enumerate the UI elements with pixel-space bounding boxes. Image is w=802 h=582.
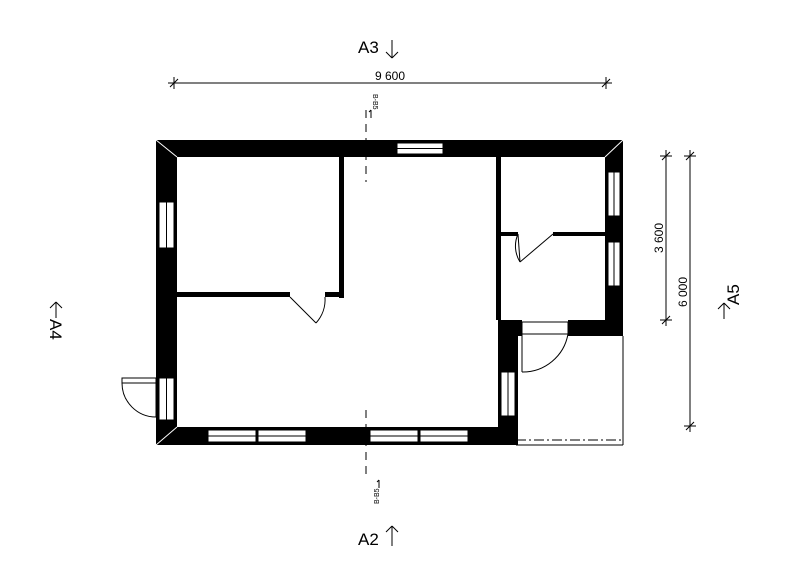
window-bottom-2 [257, 429, 307, 443]
arrow-up-icon [376, 479, 380, 488]
door-interior-left [289, 296, 326, 324]
section-line-label-bottom: B-B5 [374, 488, 381, 504]
window-left-lower [158, 377, 175, 421]
window-top [396, 142, 444, 155]
section-marker-top-label: A3 [358, 38, 379, 57]
dimension-overall-width: 9 600 [168, 69, 612, 89]
dimension-overall-height: 6 000 [676, 150, 696, 432]
section-marker-bottom-label: A2 [358, 530, 379, 549]
section-marker-right-label: A5 [724, 284, 743, 305]
arrow-down-icon [385, 40, 399, 59]
window-right-lower [607, 241, 621, 287]
dimension-overall-height-label: 6 000 [676, 277, 690, 307]
arrow-up-icon [368, 109, 372, 118]
porch-outline [515, 336, 624, 446]
window-bottom-3 [369, 429, 419, 443]
door-porch [521, 321, 569, 373]
section-marker-left-label: A4 [46, 319, 65, 340]
window-right-upper [607, 171, 621, 217]
section-marker-top: A3 [358, 38, 399, 59]
door-exterior-left [121, 377, 157, 418]
dimension-upper-right-height-label: 3 600 [652, 223, 666, 253]
window-bottom-1 [207, 429, 257, 443]
window-bottom-4 [419, 429, 469, 443]
section-marker-left: A4 [46, 301, 65, 340]
window-inner-right [500, 371, 516, 417]
dimension-overall-width-label: 9 600 [375, 69, 405, 83]
arrow-up-icon [385, 525, 399, 546]
window-left [158, 201, 175, 249]
arrow-up-icon [49, 301, 63, 318]
door-upper-right-room [514, 233, 554, 263]
section-marker-right: A5 [717, 284, 743, 319]
dimension-upper-right-height: 3 600 [652, 150, 672, 326]
section-marker-bottom: A2 [358, 525, 399, 549]
interior-walls [177, 157, 605, 320]
arrow-up-icon [717, 302, 731, 319]
wall-corner-miters [155, 139, 624, 446]
section-line-label-top: B-B5 [371, 94, 378, 110]
